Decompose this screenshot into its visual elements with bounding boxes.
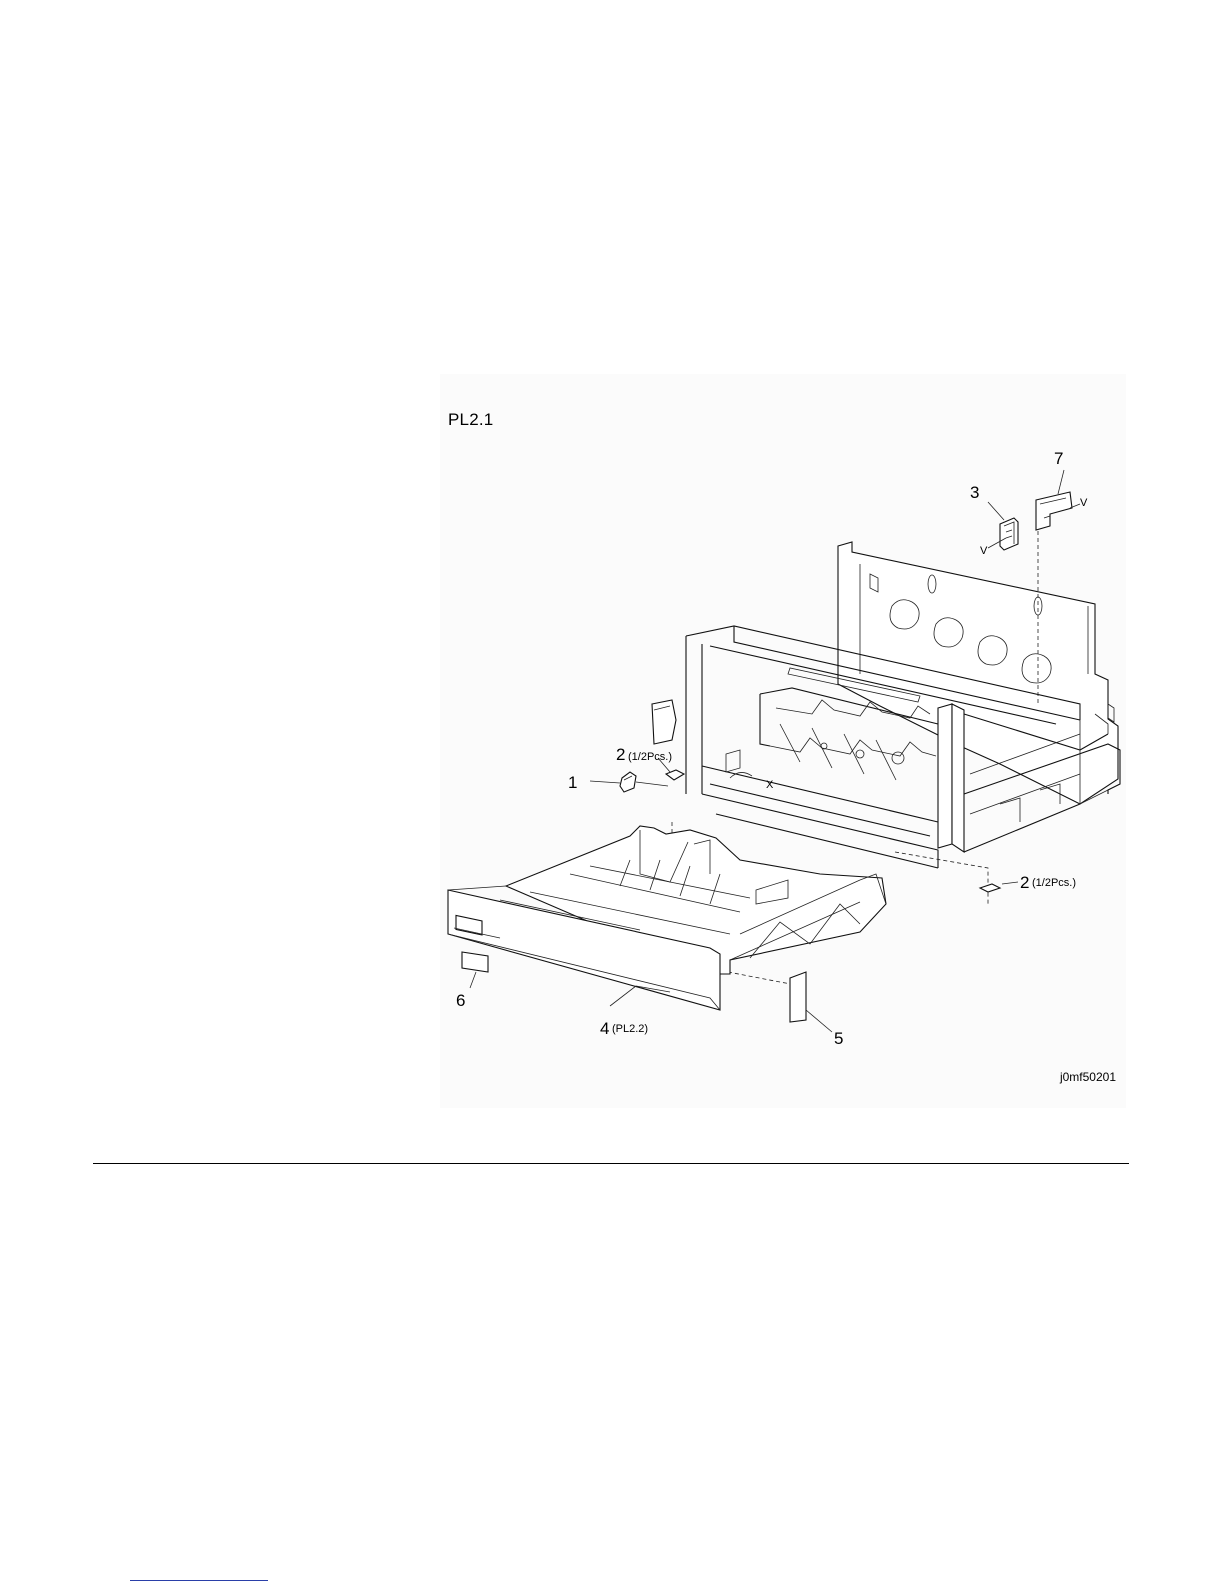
part-2-right-plate: [980, 882, 1018, 892]
part-5-label: [790, 972, 832, 1032]
figure-panel: PL2.1: [440, 374, 1126, 1108]
exploded-parts-diagram: 7 3 V V 2 (1/2Pcs.) 1 X 2 (1/2Pcs.) 6 4 …: [440, 374, 1126, 1108]
callout-v-right: V: [1080, 497, 1088, 509]
callout-2-right-qty: (1/2Pcs.): [1032, 877, 1076, 889]
callout-1: 1: [568, 773, 577, 792]
footer-link-underline[interactable]: [130, 1580, 268, 1581]
callout-2-left: 2: [616, 745, 625, 764]
part-1-clip: [590, 772, 668, 792]
part-3-sensor: [988, 502, 1018, 550]
rear-frame: [838, 542, 1118, 804]
part-7-bracket: [1036, 470, 1080, 530]
callout-4-ref: (PL2.2): [612, 1023, 648, 1035]
callout-7: 7: [1054, 449, 1063, 468]
callout-3: 3: [970, 483, 979, 502]
callout-2-left-qty: (1/2Pcs.): [628, 751, 672, 763]
figure-id: j0mf50201: [1060, 1070, 1116, 1084]
callout-5: 5: [834, 1029, 843, 1048]
page-divider: [93, 1163, 1129, 1164]
callout-6: 6: [456, 991, 465, 1010]
callout-2-right: 2: [1020, 873, 1029, 892]
callout-4: 4: [600, 1019, 609, 1038]
callout-x: X: [766, 779, 774, 791]
part-4-paper-tray: [448, 826, 886, 1010]
callout-v-left: V: [980, 545, 988, 557]
